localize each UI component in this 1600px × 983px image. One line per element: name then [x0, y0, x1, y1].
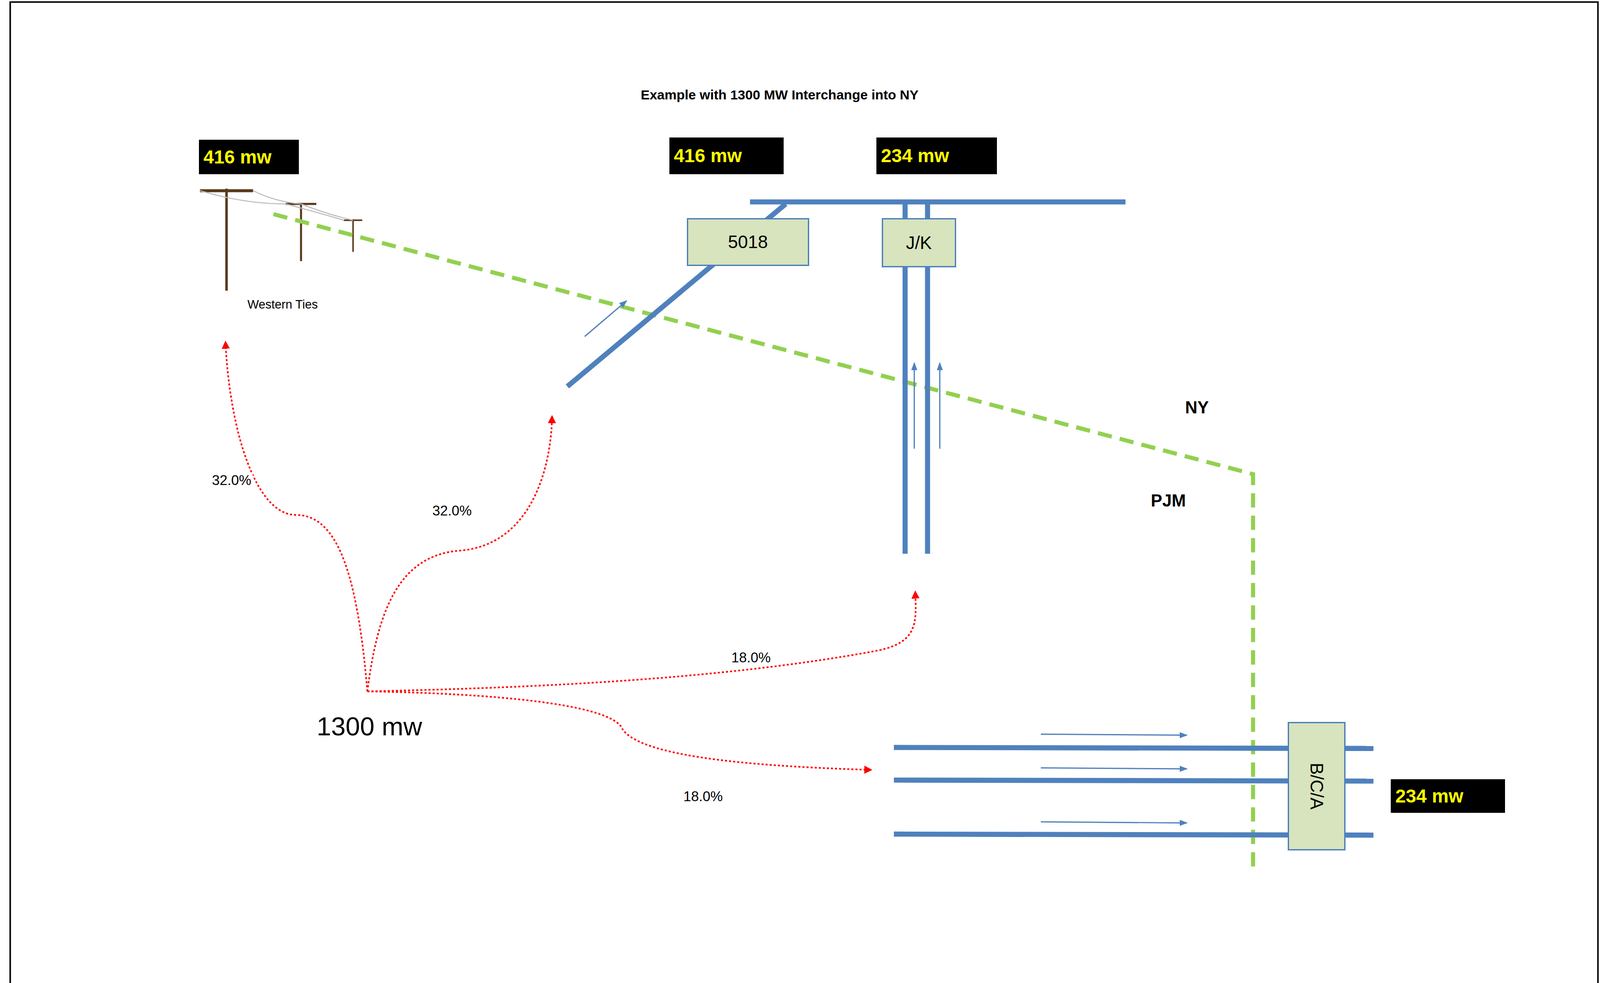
node-text: 5018	[728, 232, 768, 253]
percent-label: 18.0%	[729, 650, 772, 667]
node-text: 416 mw	[203, 146, 272, 169]
diagram-title: Example with 1300 MW Interchange into NY	[640, 87, 919, 103]
mw-label: 416 mw	[669, 137, 784, 175]
breaker-box: B/C/A	[1287, 722, 1346, 851]
transmission-pole	[199, 188, 363, 291]
pole-caption: Western Ties	[247, 297, 318, 312]
flow-arrows	[584, 301, 1187, 824]
mw-label: 234 mw	[876, 137, 997, 175]
bus-lines	[567, 202, 1374, 836]
border-line	[273, 214, 1253, 867]
percent-label: 32.0%	[431, 503, 474, 520]
percent-label: 32.0%	[210, 472, 253, 489]
distribution-arrows	[225, 342, 916, 771]
region-label: PJM	[1151, 491, 1186, 511]
node-text: 416 mw	[673, 145, 742, 167]
percent-label: 18.0%	[681, 789, 725, 806]
breaker-box: J/K	[881, 218, 957, 268]
node-text: 234 mw	[1395, 785, 1464, 808]
region-label: NY	[1185, 398, 1209, 418]
breaker-box: 5018	[686, 218, 810, 267]
node-text: B/C/A	[1306, 763, 1327, 811]
node-text: 234 mw	[880, 145, 949, 167]
node-text: J/K	[905, 232, 932, 254]
mw-label: 234 mw	[1390, 779, 1506, 814]
frame	[10, 2, 1599, 983]
total-flow: 1300 mw	[316, 711, 423, 742]
mw-label: 416 mw	[198, 139, 299, 175]
